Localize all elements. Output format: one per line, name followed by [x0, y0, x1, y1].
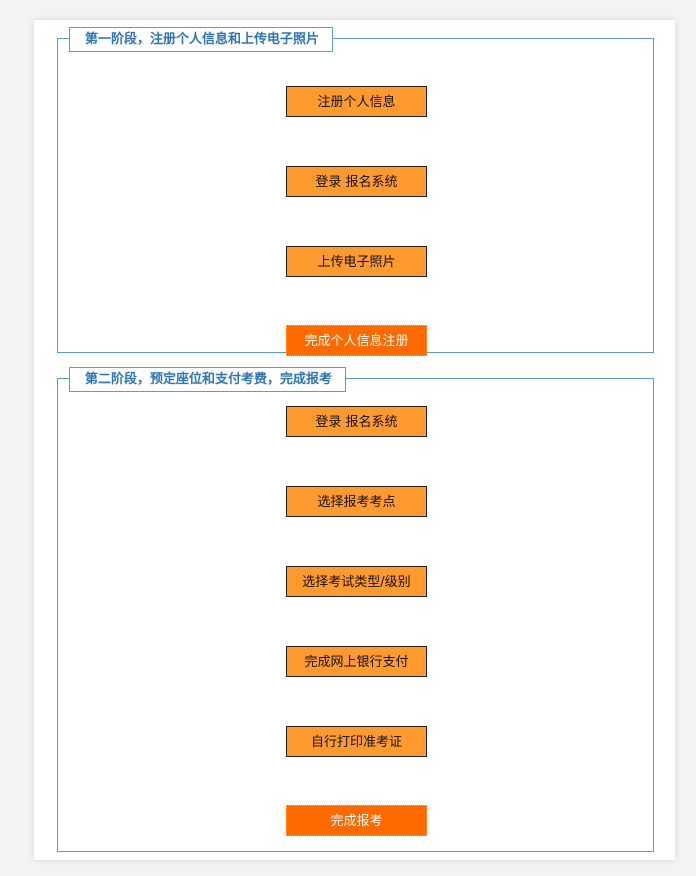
step-online-payment: 完成网上银行支付 [286, 646, 427, 677]
step-register-info: 注册个人信息 [286, 86, 427, 117]
stage-2-panel: 第二阶段，预定座位和支付考费，完成报考 登录 报名系统 选择报考考点 选择考试类… [57, 367, 654, 852]
step-upload-photo: 上传电子照片 [286, 246, 427, 277]
stage-1-title: 第一阶段，注册个人信息和上传电子照片 [69, 27, 334, 52]
step-login-system: 登录 报名系统 [286, 166, 427, 197]
step-complete-registration: 完成个人信息注册 [286, 325, 427, 356]
step-select-exam-site: 选择报考考点 [286, 486, 427, 517]
step-login-system-2: 登录 报名系统 [286, 406, 427, 437]
step-select-exam-type: 选择考试类型/级别 [286, 566, 427, 597]
step-print-admission-ticket: 自行打印准考证 [286, 726, 427, 757]
stage-2-title: 第二阶段，预定座位和支付考费，完成报考 [69, 367, 347, 392]
flowchart-card: 第一阶段，注册个人信息和上传电子照片 注册个人信息 登录 报名系统 上传电子照片… [34, 20, 675, 860]
step-complete-application: 完成报考 [286, 805, 427, 836]
stage-1-panel: 第一阶段，注册个人信息和上传电子照片 注册个人信息 登录 报名系统 上传电子照片… [57, 27, 654, 356]
